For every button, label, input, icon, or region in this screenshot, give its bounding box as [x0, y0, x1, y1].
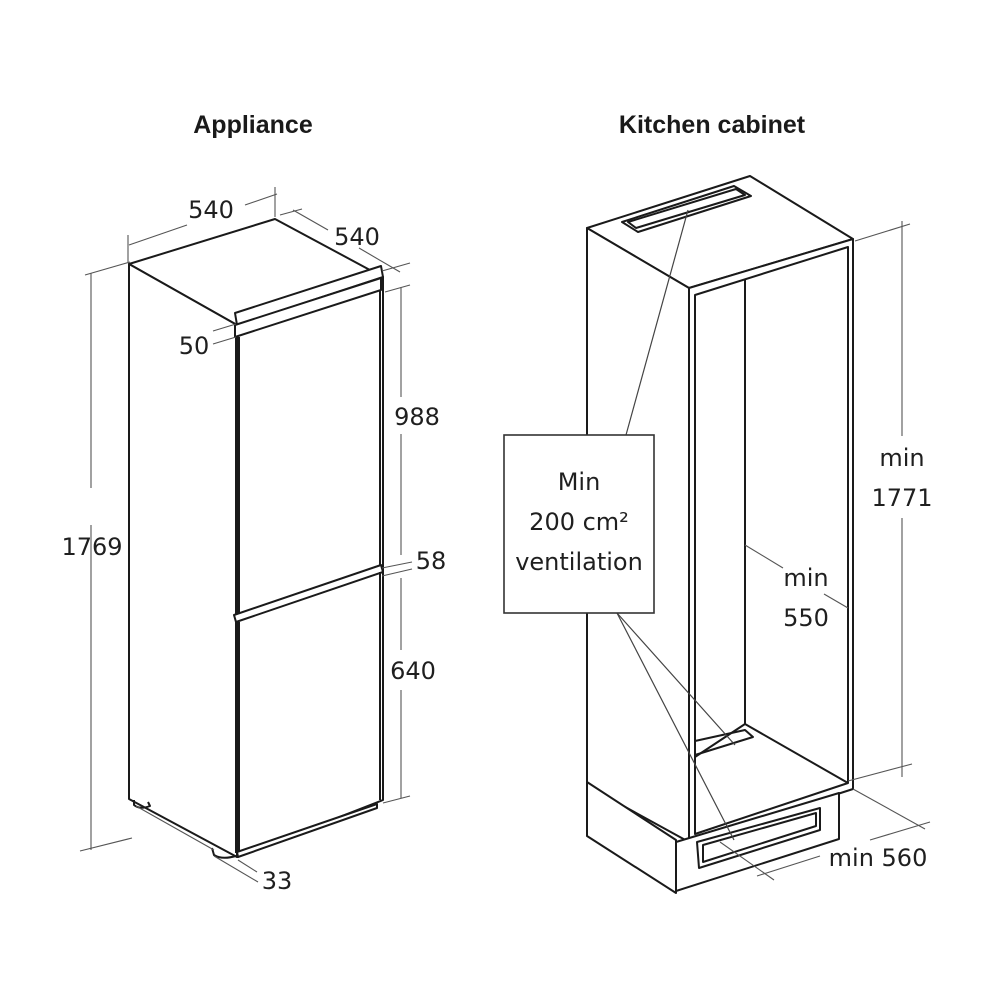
cabinet-drawing — [586, 175, 854, 894]
cabinet-title: Kitchen cabinet — [619, 111, 806, 139]
appliance-drawing — [128, 218, 384, 859]
ventilation-box — [503, 434, 655, 614]
appliance-dimension-lines — [79, 187, 413, 883]
ventilation-line-3: ventilation — [515, 548, 643, 576]
dim-width-label: min — [783, 564, 828, 592]
cabinet-dimension-lines — [719, 221, 931, 881]
foot-front — [211, 847, 237, 859]
dim-top-gap-50: 50 — [179, 332, 210, 360]
appliance-title: Appliance — [193, 111, 313, 139]
dim-bottom-33: 33 — [262, 867, 293, 895]
inner-vent-slot — [694, 729, 754, 756]
dim-width-540: 540 — [188, 196, 234, 224]
door-divider — [233, 564, 384, 623]
ventilation-line-2: 200 cm² — [529, 508, 629, 536]
cabinet-opening — [694, 246, 849, 835]
ventilation-line-1: Min — [558, 468, 601, 496]
plinth-vent-slot — [696, 807, 821, 869]
dim-door-gap-58: 58 — [416, 547, 447, 575]
ventilation-callout: Min 200 cm² ventilation — [503, 434, 655, 614]
bottom-plinth — [236, 803, 378, 858]
dim-total-height-1769: 1769 — [61, 533, 122, 561]
fridge-front-face — [236, 276, 384, 858]
ventilation-leaders — [616, 209, 736, 841]
dim-width-550: 550 — [783, 604, 829, 632]
dim-depth-min-560: min 560 — [829, 844, 928, 872]
plinth-side — [586, 781, 677, 894]
foot-back — [133, 800, 151, 809]
dim-height-1771: 1771 — [871, 484, 932, 512]
top-trim — [234, 265, 384, 326]
dim-height-label: min — [879, 444, 924, 472]
top-vent-slot — [621, 185, 752, 233]
dim-depth-540: 540 — [334, 223, 380, 251]
dim-upper-door-988: 988 — [394, 403, 440, 431]
dim-lower-door-640: 640 — [390, 657, 436, 685]
